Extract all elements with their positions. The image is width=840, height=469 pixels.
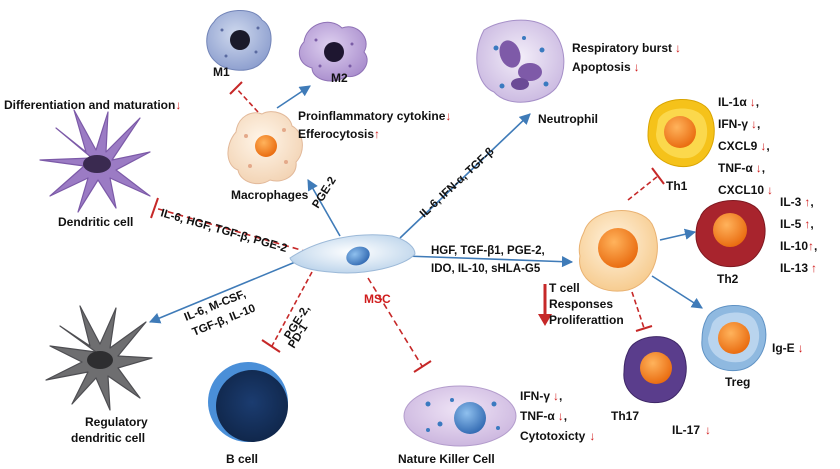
inhibit-msc-dendritic — [150, 197, 309, 253]
svg-text:IL-13↑: IL-13↑ — [780, 261, 817, 275]
msc-cell — [289, 234, 416, 274]
svg-text:Cytotoxicty↓: Cytotoxicty↓ — [520, 429, 595, 443]
th17-cell — [623, 336, 687, 404]
macrophage-cell — [227, 111, 303, 185]
label-regulatory-dc-1: Regulatory — [85, 415, 148, 429]
b-cell — [208, 362, 288, 442]
th1-cell — [647, 99, 715, 168]
svg-text:IL-1α↓,: IL-1α↓, — [718, 95, 759, 109]
arrow-tcell-treg — [651, 275, 703, 309]
label-b-cell: B cell — [226, 452, 258, 466]
th2-cell — [695, 200, 766, 268]
svg-text:IL-3↑,: IL-3↑, — [780, 195, 814, 209]
regulatory-dendritic-cell — [45, 305, 153, 411]
tcell-response-line2: Responses — [549, 297, 613, 311]
label-th1: Th1 — [666, 179, 688, 193]
treg-cell — [701, 305, 767, 372]
svg-text:TNF-α↓,: TNF-α↓, — [718, 161, 765, 175]
effect-ige: Ig-E↓ — [772, 341, 804, 355]
factor-tcell-line1: HGF, TGF-β1, PGE-2, — [431, 245, 545, 257]
factor-neutrophil: IL-6, IFN-α, TGF-β — [418, 146, 497, 221]
t-cell — [578, 210, 658, 292]
inhibit-macrophages-m1 — [229, 81, 259, 113]
label-m1: M1 — [213, 65, 230, 79]
arrow-tcell-th2 — [659, 228, 697, 241]
inhibit-tcell-th1 — [627, 167, 665, 201]
neutrophil-cell — [476, 19, 565, 103]
factor-tcell-line2: IDO, IL-10, sHLA-G5 — [431, 263, 541, 275]
label-neutrophil: Neutrophil — [538, 112, 598, 126]
svg-text:TNF-α↓,: TNF-α↓, — [520, 409, 567, 423]
label-msc: MSC — [364, 292, 391, 306]
svg-text:CXCL9↓,: CXCL9↓, — [718, 139, 770, 153]
label-treg: Treg — [725, 375, 750, 389]
label-dendritic-cell: Dendritic cell — [58, 215, 133, 229]
label-macrophages: Macrophages — [231, 188, 309, 202]
m2-cell — [298, 21, 368, 82]
label-m2: M2 — [331, 71, 348, 85]
dendritic-cell — [39, 109, 151, 213]
svg-text:IFN-γ↓,: IFN-γ↓, — [718, 117, 760, 131]
effect-apoptosis: Apoptosis↓ — [572, 60, 640, 74]
arrow-msc-regulatory-dc — [148, 257, 306, 324]
effect-dc-differentiation: Differentiation and maturation↓ — [4, 98, 181, 112]
label-nk-cell: Nature Killer Cell — [398, 452, 495, 466]
effect-efferocytosis: Efferocytosis↑ — [298, 127, 380, 141]
arrow-msc-macrophages — [307, 179, 341, 237]
effect-respiratory-burst: Respiratory burst↓ — [572, 41, 681, 55]
tcell-response-line1: T cell — [549, 281, 580, 295]
inhibit-tcell-th17 — [631, 291, 653, 332]
th2-cytokine-list: IL-3↑, IL-5↑, IL-10↑, IL-13↑ — [780, 195, 817, 275]
effect-il17: IL-17↓ — [672, 423, 711, 437]
arrow-macrophages-m2 — [276, 85, 311, 109]
svg-text:IL-10↑,: IL-10↑, — [780, 239, 817, 253]
inhibit-msc-bcell — [261, 271, 313, 353]
tcell-response-line3: Proliferattion — [549, 313, 624, 327]
tcell-decrease-arrow — [538, 284, 552, 326]
arrow-msc-neutrophil — [399, 113, 531, 239]
nk-effect-list: IFN-γ↓, TNF-α↓, Cytotoxicty↓ — [520, 389, 595, 443]
factor-dendritic: IL-6, HGF, TGF-β, PGE-2 — [159, 207, 288, 255]
nk-cell — [403, 385, 517, 447]
label-th17: Th17 — [611, 409, 639, 423]
label-regulatory-dc-2: dendritic cell — [71, 431, 145, 445]
label-th2: Th2 — [717, 272, 739, 286]
arrow-msc-tcell — [404, 255, 574, 268]
svg-text:IFN-γ↓,: IFN-γ↓, — [520, 389, 562, 403]
svg-text:IL-5↑,: IL-5↑, — [780, 217, 814, 231]
svg-text:CXCL10↓: CXCL10↓ — [718, 183, 773, 197]
m1-cell — [206, 9, 272, 71]
inhibit-msc-nk — [367, 277, 432, 373]
th1-cytokine-list: IL-1α↓, IFN-γ↓, CXCL9↓, TNF-α↓, CXCL10↓ — [718, 95, 773, 197]
effect-proinflammatory: Proinflammatory cytokine↓ — [298, 109, 451, 123]
